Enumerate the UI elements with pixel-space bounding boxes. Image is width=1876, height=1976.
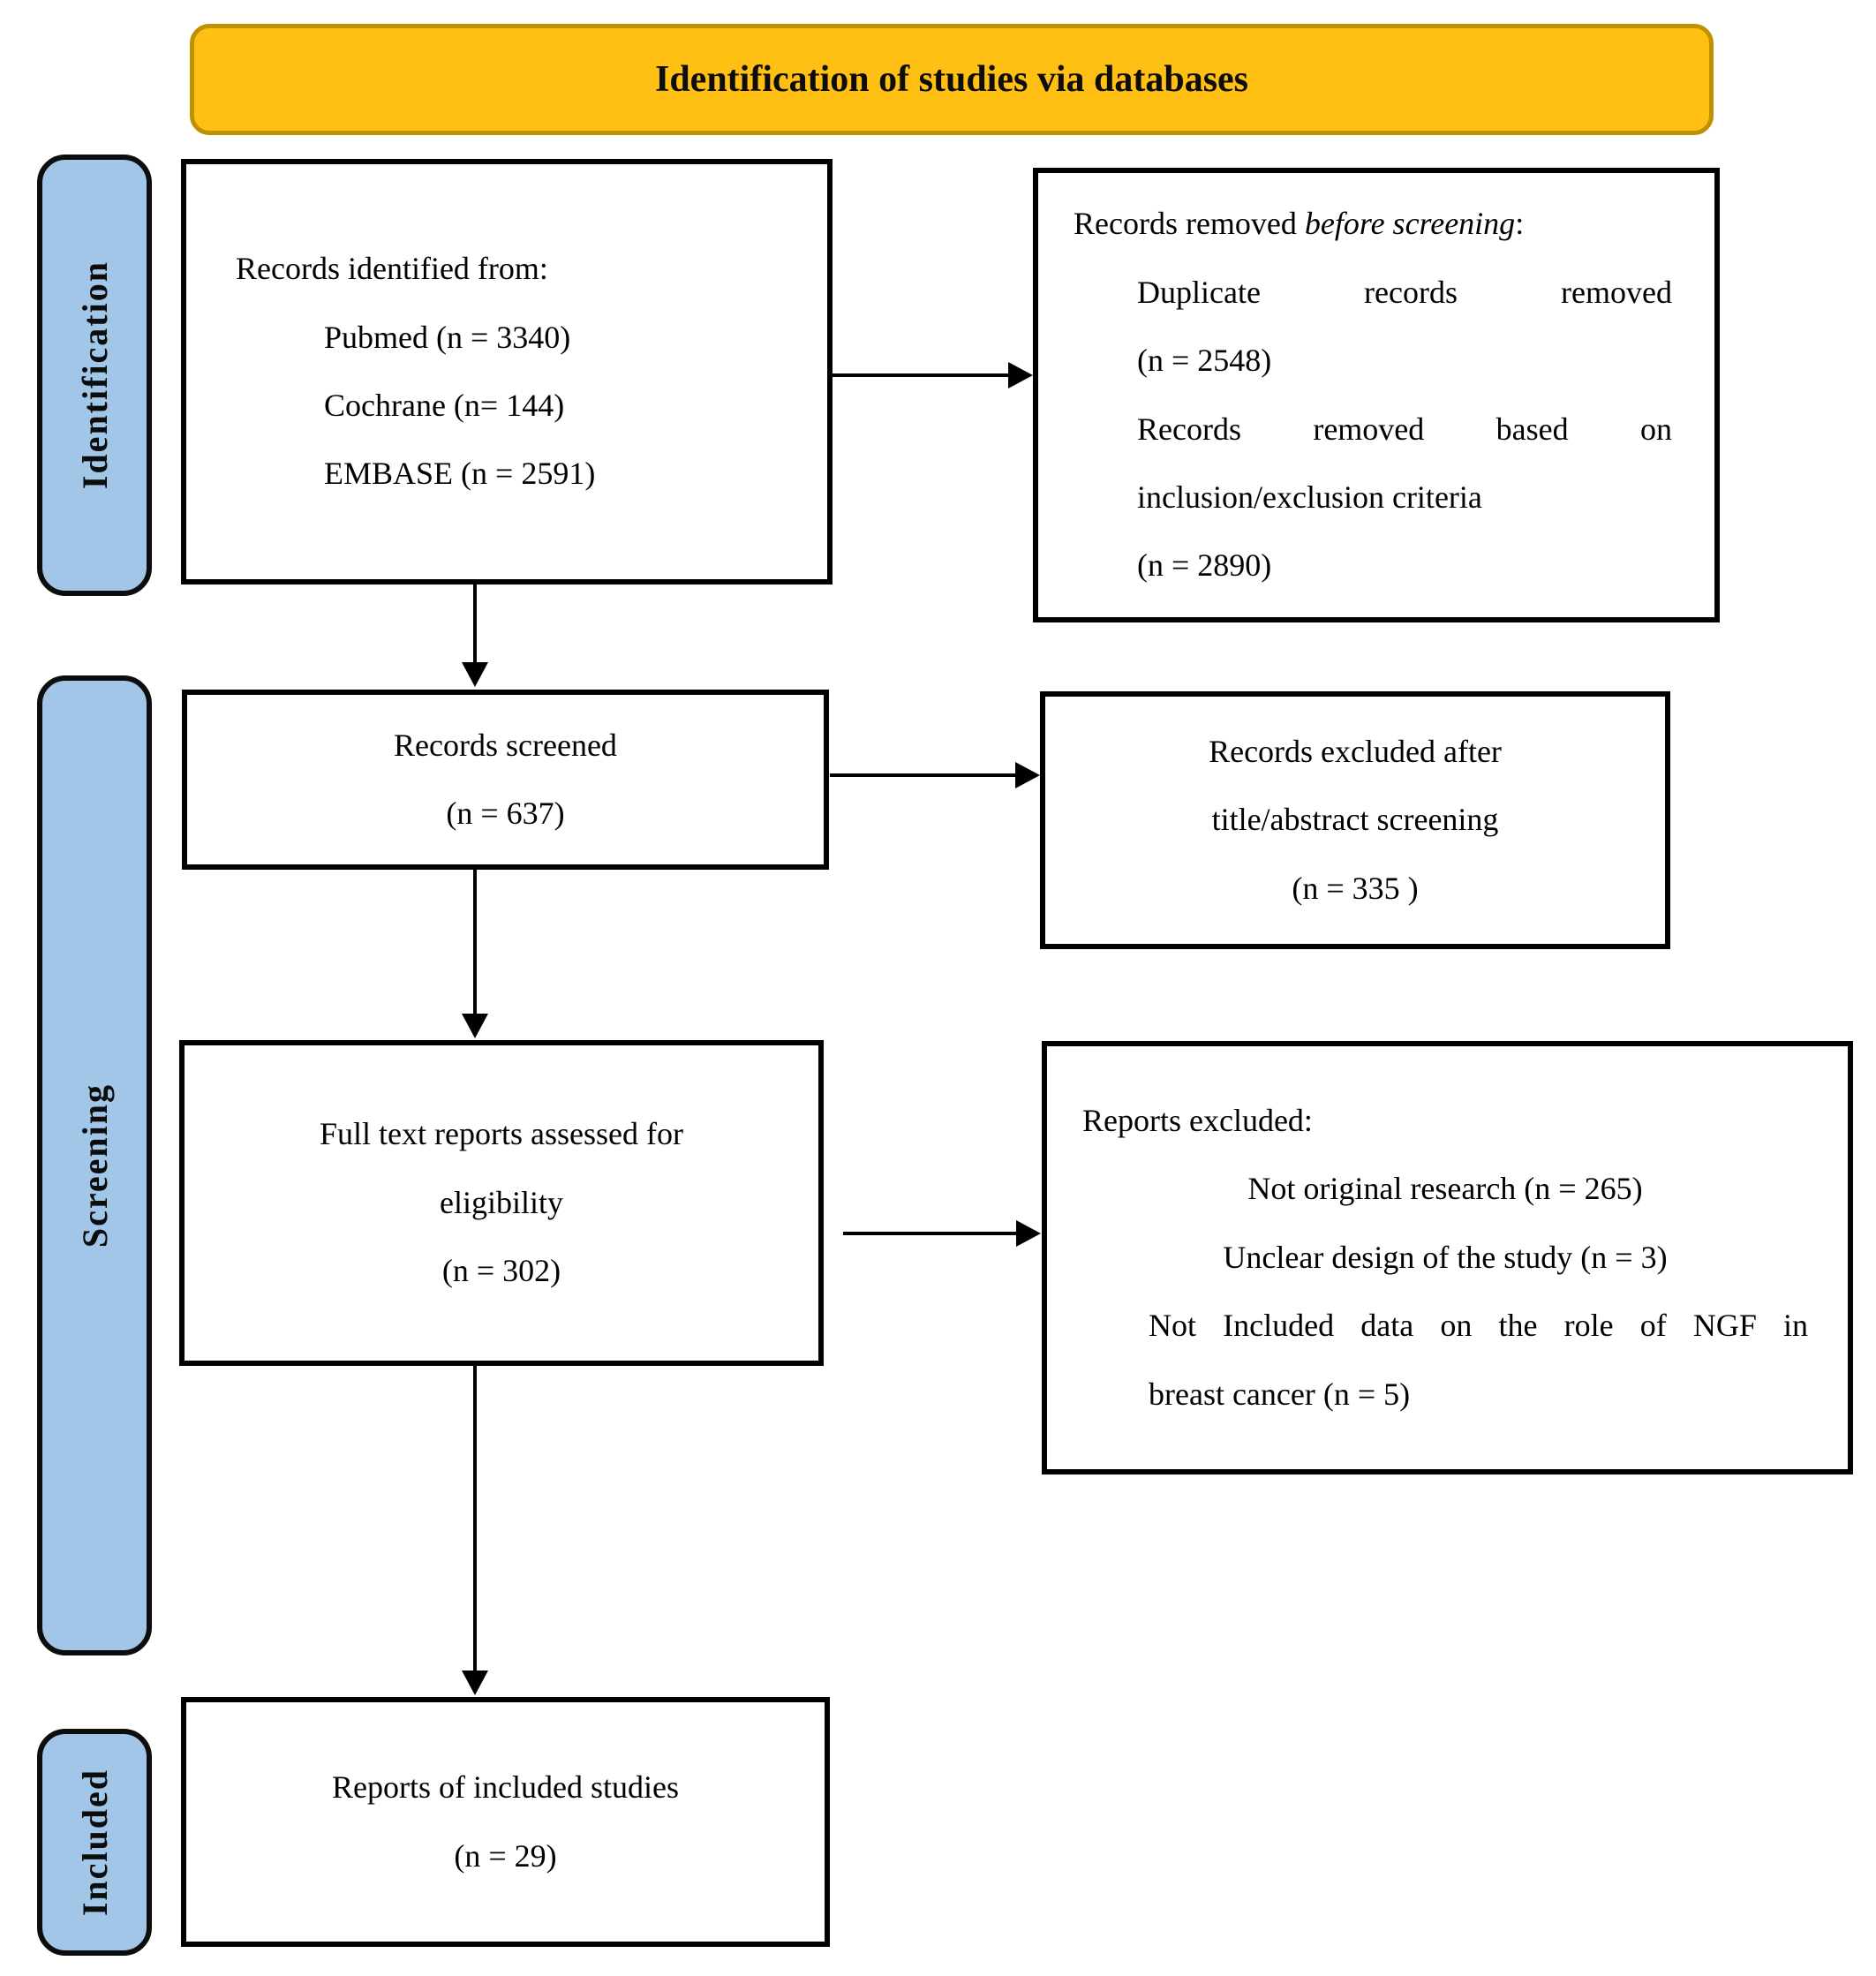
records-identified-cochrane: Cochrane (n= 144) bbox=[324, 388, 565, 423]
reports-excluded-header: Reports excluded: bbox=[1082, 1103, 1313, 1139]
fulltext-count: (n = 302) bbox=[441, 1253, 561, 1289]
stage-tag-screening: Screening bbox=[37, 675, 152, 1655]
arrow-screened-to-excluded-line bbox=[830, 773, 1017, 777]
stage-label-screening: Screening bbox=[74, 1082, 115, 1248]
records-removed-header: Records removed before screening: bbox=[1074, 190, 1672, 258]
arrow-screened-to-fulltext-head bbox=[462, 1014, 488, 1038]
reports-excluded-line-4: breast cancer (n = 5) bbox=[1149, 1376, 1411, 1412]
arrow-fulltext-to-excluded-line bbox=[843, 1232, 1018, 1235]
records-excluded-line-1: Records excluded after bbox=[1209, 733, 1502, 769]
fulltext-line-2: eligibility bbox=[440, 1184, 563, 1220]
stage-label-included: Included bbox=[74, 1768, 115, 1917]
arrow-identified-to-removed-head bbox=[1008, 362, 1033, 388]
included-reports-line-1: Reports of included studies bbox=[332, 1769, 679, 1806]
records-removed-line-2: (n = 2548) bbox=[1137, 343, 1272, 379]
records-removed-line-4: inclusion/exclusion criteria bbox=[1137, 479, 1482, 515]
records-removed-line-5: (n = 2890) bbox=[1137, 547, 1272, 584]
records-removed-line-1: Duplicate records removed bbox=[1137, 274, 1672, 310]
diagram-title: Identification of studies via databases bbox=[654, 59, 1249, 100]
box-included-reports: Reports of included studies (n = 29) bbox=[181, 1697, 830, 1947]
records-excluded-count: (n = 335 ) bbox=[1292, 870, 1419, 906]
included-reports-count: (n = 29) bbox=[454, 1837, 557, 1874]
diagram-title-banner: Identification of studies via databases bbox=[190, 24, 1714, 135]
arrow-identified-to-removed-line bbox=[833, 373, 1011, 377]
box-fulltext-assessed: Full text reports assessed for eligibili… bbox=[179, 1040, 824, 1366]
box-records-excluded-screening: Records excluded after title/abstract sc… bbox=[1040, 691, 1670, 949]
stage-tag-included: Included bbox=[37, 1729, 152, 1956]
arrow-fulltext-to-included-head bbox=[462, 1671, 488, 1695]
box-records-removed: Records removed before screening: Duplic… bbox=[1033, 168, 1720, 622]
box-records-identified: Records identified from: Pubmed (n = 334… bbox=[181, 159, 833, 585]
arrow-identified-to-screened-head bbox=[462, 662, 488, 687]
records-removed-header-italic: before screening bbox=[1304, 206, 1516, 242]
records-removed-header-prefix: Records removed bbox=[1074, 206, 1305, 242]
reports-excluded-line-3: Not Included data on the role of NGF in bbox=[1149, 1308, 1808, 1344]
records-screened-line-1: Records screened bbox=[394, 727, 617, 763]
records-identified-embase: EMBASE (n = 2591) bbox=[324, 456, 596, 492]
stage-tag-identification: Identification bbox=[37, 155, 152, 596]
records-identified-pubmed: Pubmed (n = 3340) bbox=[324, 319, 571, 355]
records-identified-header: Records identified from: bbox=[236, 251, 548, 287]
box-records-screened: Records screened (n = 637) bbox=[182, 690, 829, 870]
records-removed-header-suffix: : bbox=[1515, 206, 1525, 242]
arrow-screened-to-excluded-head bbox=[1015, 762, 1040, 788]
records-excluded-line-2: title/abstract screening bbox=[1211, 802, 1499, 838]
reports-excluded-line-1: Not original research (n = 265) bbox=[1247, 1171, 1643, 1207]
records-removed-line-3: Records removed based on bbox=[1137, 411, 1672, 447]
arrow-fulltext-to-excluded-head bbox=[1016, 1220, 1041, 1247]
arrow-fulltext-to-included-line bbox=[473, 1366, 477, 1671]
box-reports-excluded: Reports excluded: Not original research … bbox=[1042, 1041, 1853, 1474]
arrow-screened-to-fulltext-line bbox=[473, 870, 477, 1014]
reports-excluded-line-2: Unclear design of the study (n = 3) bbox=[1223, 1239, 1668, 1275]
records-screened-count: (n = 637) bbox=[446, 796, 565, 831]
fulltext-line-1: Full text reports assessed for bbox=[320, 1116, 683, 1152]
stage-label-identification: Identification bbox=[74, 260, 115, 490]
arrow-identified-to-screened-line bbox=[473, 585, 477, 662]
